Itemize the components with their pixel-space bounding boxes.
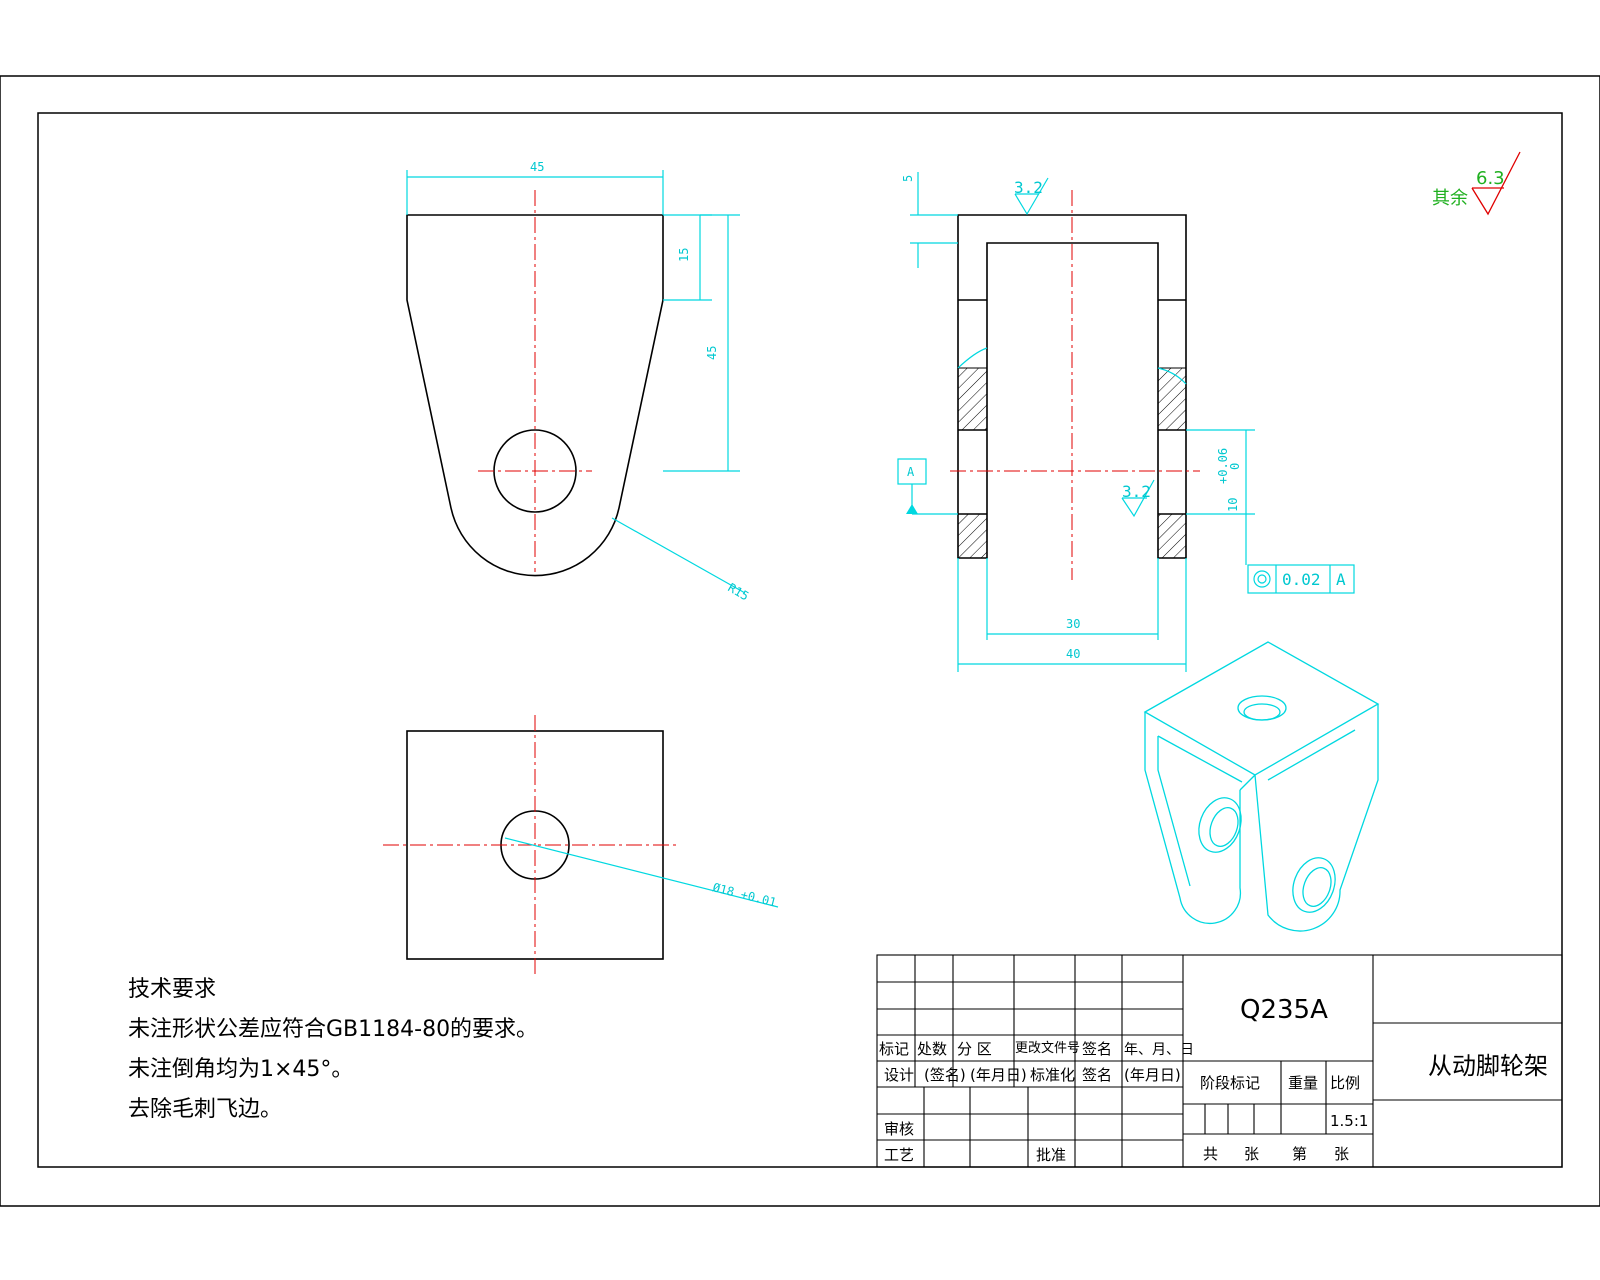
dim-slot-size: 10 <box>1226 498 1240 512</box>
datum-letter: A <box>907 465 915 479</box>
row-approve: 批准 <box>1036 1146 1066 1164</box>
scale: 1.5:1 <box>1330 1112 1368 1130</box>
header-mark: 标记 <box>879 1040 909 1058</box>
sheet-no: 第 <box>1292 1145 1307 1163</box>
dim-slot-tol: +0.06 <box>1216 448 1230 484</box>
concentricity-icon <box>1253 570 1271 588</box>
header-zone: 分 区 <box>957 1040 992 1058</box>
row-date: (年月日) <box>970 1066 1027 1084</box>
sheet-total: 共 <box>1203 1145 1218 1163</box>
notes-line-2: 未注倒角均为1×45°。 <box>128 1057 353 1082</box>
roughness-inner: 3.2 <box>1122 482 1151 501</box>
notes-line-1: 未注形状公差应符合GB1184-80的要求。 <box>128 1017 538 1042</box>
general-roughness: 其余 6.3 <box>1432 151 1521 216</box>
header-doc: 更改文件号 <box>1015 1041 1080 1056</box>
sheet-total-unit: 张 <box>1244 1145 1259 1163</box>
side-view: 5 3.2 3.2 A 10 +0.06 0 0.02 A 30 <box>897 172 1355 672</box>
dim-right-top: 5 <box>901 175 915 182</box>
dim-hole-dia: Ø18 +0.01 <box>711 880 777 909</box>
header-sign: 签名 <box>1082 1040 1112 1058</box>
tolerance-frame <box>1247 564 1355 594</box>
sheet-outer-border <box>0 75 1600 1207</box>
weight: 重量 <box>1288 1074 1318 1092</box>
sheet-no-unit: 张 <box>1334 1145 1349 1163</box>
top-view: Ø18 +0.01 <box>383 715 779 975</box>
roughness-top: 3.2 <box>1014 178 1043 197</box>
tolerance-ref: A <box>1336 570 1346 589</box>
part-name: 从动脚轮架 <box>1428 1052 1548 1080</box>
dim-outer-width: 40 <box>1066 647 1080 661</box>
dim-top-small: 15 <box>677 248 691 262</box>
dim-inner-width: 30 <box>1066 617 1080 631</box>
notes-title: 技术要求 <box>128 977 216 1002</box>
row-date2: (年月日) <box>1124 1066 1181 1084</box>
sheet-inner-border <box>37 112 1563 1168</box>
material: Q235A <box>1240 995 1328 1025</box>
dim-top-width: 45 <box>530 160 544 174</box>
roughness-rest-value: 6.3 <box>1476 168 1505 189</box>
notes-line-3: 去除毛刺飞边。 <box>128 1097 282 1122</box>
roughness-rest-label: 其余 <box>1432 188 1468 209</box>
header-date: 年、月、日 <box>1124 1042 1194 1058</box>
row-process: 工艺 <box>884 1146 914 1164</box>
dim-top-height: 45 <box>705 346 719 360</box>
title-block: Q235A 从动脚轮架 标记 处数 分 区 更改文件号 签名 年、月、日 设计 … <box>876 954 1563 1168</box>
row-std: 标准化 <box>1030 1066 1075 1084</box>
stage-mark: 阶段标记 <box>1200 1074 1260 1092</box>
row-signed: (签名) <box>924 1066 966 1084</box>
technical-notes: 技术要求 未注形状公差应符合GB1184-80的要求。 未注倒角均为1×45°。… <box>128 977 538 1122</box>
front-view: 45 15 45 R15 <box>406 160 751 603</box>
isometric-view <box>1143 641 1380 932</box>
dim-slot-tol-low: 0 <box>1228 463 1242 470</box>
header-count: 处数 <box>917 1040 947 1058</box>
row-review: 审核 <box>884 1120 914 1138</box>
row-design: 设计 <box>884 1066 914 1084</box>
tolerance-value: 0.02 <box>1282 570 1321 589</box>
row-sign2: 签名 <box>1082 1066 1112 1084</box>
scale-label: 比例 <box>1330 1074 1360 1092</box>
